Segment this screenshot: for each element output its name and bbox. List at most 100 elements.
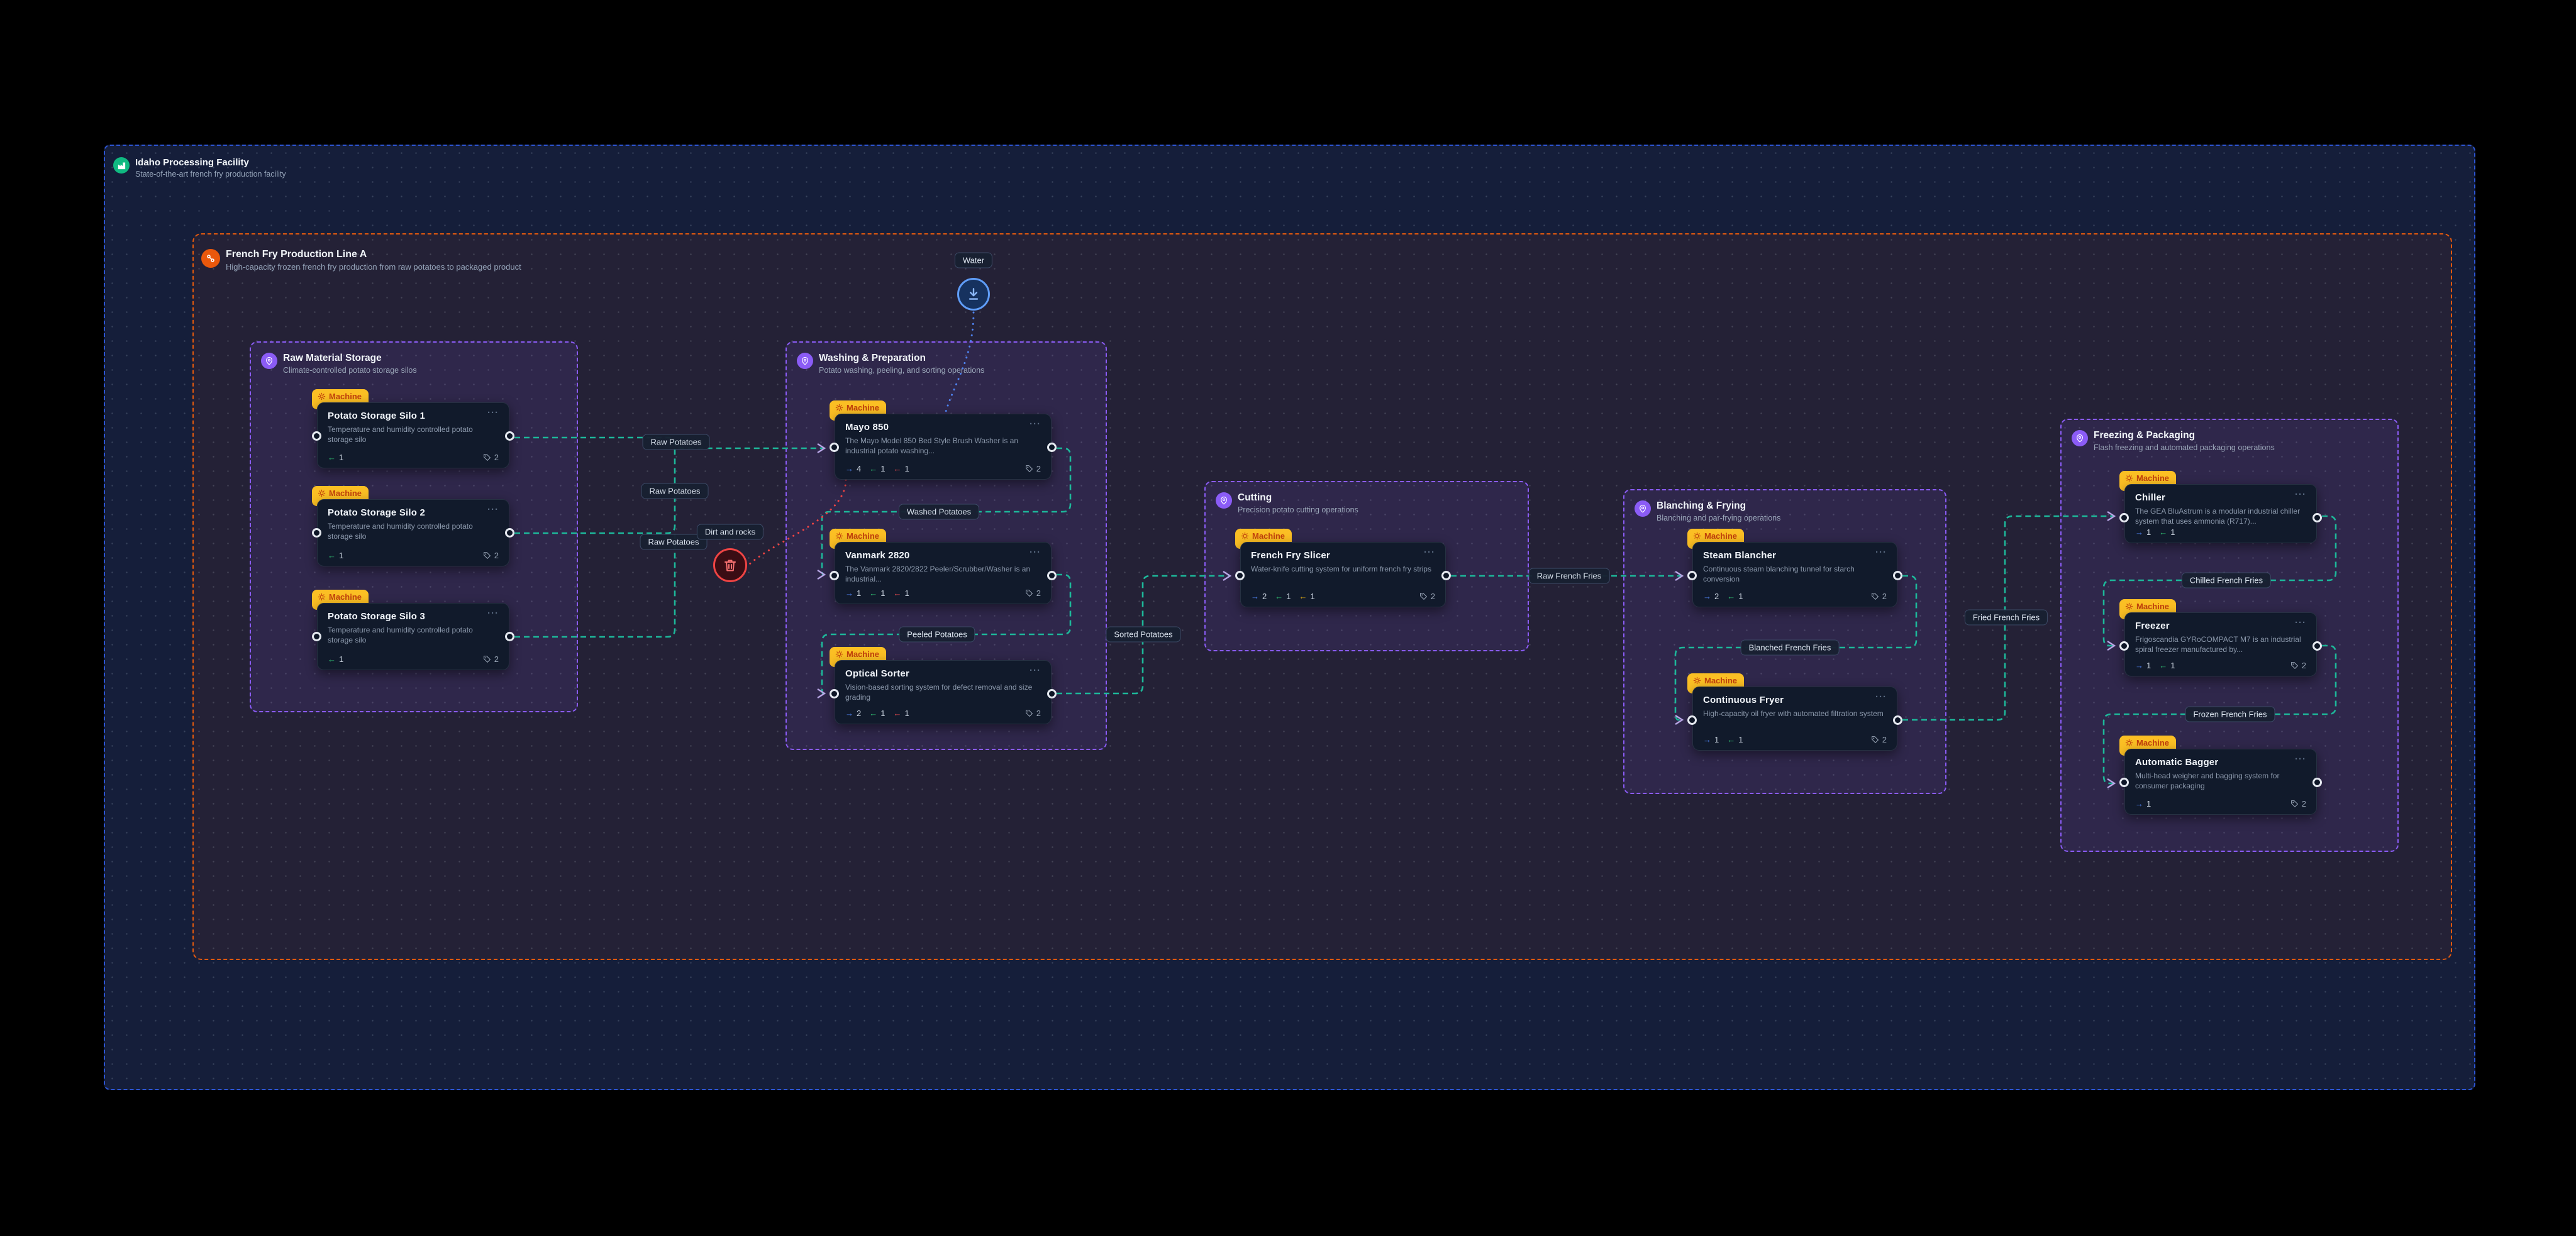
edge-label-mayo-vanmark: Washed Potatoes: [898, 504, 980, 520]
connection-count: → 1: [2135, 527, 2151, 537]
node-description: Water-knife cutting system for uniform f…: [1251, 565, 1431, 573]
node-menu-icon[interactable]: ···: [1030, 419, 1041, 429]
target-handle[interactable]: [2119, 513, 2129, 522]
production-line-subtitle: High-capacity frozen french fry producti…: [226, 262, 521, 272]
machine-card[interactable]: Potato Storage Silo 2 ··· Temperature an…: [317, 499, 509, 566]
node-menu-icon[interactable]: ···: [487, 608, 499, 619]
source-handle[interactable]: [2312, 778, 2322, 787]
target-handle[interactable]: [830, 571, 839, 580]
node-title: Steam Blancher: [1703, 550, 1777, 561]
machine-node-automatic-bagger[interactable]: Machine Automatic Bagger ··· Multi-head …: [2119, 736, 2322, 815]
source-handle[interactable]: [1047, 443, 1057, 452]
node-menu-icon[interactable]: ···: [1424, 547, 1435, 558]
tag-count: 2: [1025, 709, 1041, 718]
machine-node-optical-sorter[interactable]: Machine Optical Sorter ··· Vision-based …: [830, 647, 1057, 724]
connection-count: → 1: [2135, 799, 2151, 808]
tag-icon: [2290, 662, 2298, 670]
group-subtitle: Blanching and par-frying operations: [1657, 514, 1781, 522]
machine-node-potato-storage-silo-2[interactable]: Machine Potato Storage Silo 2 ··· Temper…: [312, 486, 514, 566]
source-handle[interactable]: [2312, 513, 2322, 522]
arrow-icon: ←: [1275, 592, 1284, 601]
machine-node-steam-blancher[interactable]: Machine Steam Blancher ··· Continuous st…: [1687, 529, 1902, 607]
machine-node-chiller[interactable]: Machine Chiller ··· The GEA BluAstrum is…: [2119, 471, 2322, 543]
target-handle[interactable]: [1235, 571, 1245, 580]
edge-label-vanmark-optical: Peeled Potatoes: [899, 626, 975, 643]
arrow-icon: →: [1703, 735, 1711, 744]
connection-count: → 2: [845, 709, 862, 718]
factory-icon: [113, 157, 130, 174]
gear-icon: [318, 593, 326, 601]
target-handle[interactable]: [312, 431, 321, 441]
node-menu-icon[interactable]: ···: [2295, 489, 2306, 500]
node-menu-icon[interactable]: ···: [2295, 754, 2306, 764]
source-handle[interactable]: [1893, 715, 1902, 725]
node-menu-icon[interactable]: ···: [2295, 617, 2306, 628]
edge-label-slicer-blancher: Raw French Fries: [1528, 568, 1610, 584]
node-title: Automatic Bagger: [2135, 757, 2219, 768]
node-title: Vanmark 2820: [845, 550, 910, 561]
tag-icon: [1871, 736, 1879, 744]
machine-card[interactable]: Automatic Bagger ··· Multi-head weigher …: [2124, 749, 2317, 815]
machine-node-vanmark-2820[interactable]: Machine Vanmark 2820 ··· The Vanmark 282…: [830, 529, 1057, 604]
source-handle[interactable]: [1441, 571, 1451, 580]
source-handle[interactable]: [1047, 571, 1057, 580]
dirt-and-rocks-node-circle[interactable]: [713, 548, 747, 582]
target-handle[interactable]: [830, 689, 839, 698]
target-handle[interactable]: [2119, 641, 2129, 651]
machine-node-potato-storage-silo-3[interactable]: Machine Potato Storage Silo 3 ··· Temper…: [312, 590, 514, 670]
machine-card[interactable]: Mayo 850 ··· The Mayo Model 850 Bed Styl…: [835, 414, 1052, 480]
source-handle[interactable]: [505, 528, 514, 538]
arrow-icon: ←: [869, 709, 878, 718]
water-node-circle[interactable]: [957, 278, 990, 311]
arrow-icon: ←: [869, 588, 878, 598]
node-description: Continuous steam blanching tunnel for st…: [1703, 565, 1855, 583]
node-menu-icon[interactable]: ···: [487, 407, 499, 418]
machine-card[interactable]: Steam Blancher ··· Continuous steam blan…: [1692, 542, 1897, 607]
machine-card[interactable]: Continuous Fryer ··· High-capacity oil f…: [1692, 687, 1897, 751]
connection-count: ← 1: [328, 453, 344, 462]
source-handle[interactable]: [505, 632, 514, 641]
machine-card[interactable]: Potato Storage Silo 3 ··· Temperature an…: [317, 603, 509, 670]
machine-card[interactable]: French Fry Slicer ··· Water-knife cuttin…: [1240, 542, 1446, 607]
arrow-icon: →: [845, 588, 853, 598]
node-menu-icon[interactable]: ···: [1030, 665, 1041, 676]
machine-card[interactable]: Freezer ··· Frigoscandia GYRoCOMPACT M7 …: [2124, 612, 2317, 676]
machine-node-freezer[interactable]: Machine Freezer ··· Frigoscandia GYRoCOM…: [2119, 599, 2322, 676]
group-subtitle: Potato washing, peeling, and sorting ope…: [819, 366, 985, 375]
node-menu-icon[interactable]: ···: [1030, 547, 1041, 558]
connection-count: ← 1: [1275, 592, 1291, 601]
target-handle[interactable]: [1687, 715, 1697, 725]
gear-icon: [835, 404, 843, 412]
connection-count: → 2: [1251, 592, 1267, 601]
node-title: Chiller: [2135, 492, 2166, 503]
arrow-icon: ←: [328, 453, 336, 462]
machine-node-mayo-850[interactable]: Machine Mayo 850 ··· The Mayo Model 850 …: [830, 400, 1057, 480]
node-menu-icon[interactable]: ···: [1875, 692, 1887, 702]
machine-node-continuous-fryer[interactable]: Machine Continuous Fryer ··· High-capaci…: [1687, 673, 1902, 751]
source-handle[interactable]: [505, 431, 514, 441]
target-handle[interactable]: [312, 632, 321, 641]
target-handle[interactable]: [2119, 778, 2129, 787]
tag-count: 2: [1025, 588, 1041, 598]
node-description: Temperature and humidity controlled pota…: [328, 626, 473, 644]
node-menu-icon[interactable]: ···: [487, 504, 499, 515]
target-handle[interactable]: [1687, 571, 1697, 580]
source-handle[interactable]: [1893, 571, 1902, 580]
machine-card[interactable]: Potato Storage Silo 1 ··· Temperature an…: [317, 402, 509, 468]
machine-node-french-fry-slicer[interactable]: Machine French Fry Slicer ··· Water-knif…: [1235, 529, 1451, 607]
connection-count: ← 1: [1727, 592, 1743, 601]
node-description: Frigoscandia GYRoCOMPACT M7 is an indust…: [2135, 635, 2301, 654]
target-handle[interactable]: [312, 528, 321, 538]
node-menu-icon[interactable]: ···: [1875, 547, 1887, 558]
machine-node-potato-storage-silo-1[interactable]: Machine Potato Storage Silo 1 ··· Temper…: [312, 389, 514, 468]
machine-card[interactable]: Vanmark 2820 ··· The Vanmark 2820/2822 P…: [835, 542, 1052, 604]
node-description: Temperature and humidity controlled pota…: [328, 522, 473, 541]
source-handle[interactable]: [1047, 689, 1057, 698]
target-handle[interactable]: [830, 443, 839, 452]
node-description: High-capacity oil fryer with automated f…: [1703, 709, 1884, 718]
source-handle[interactable]: [2312, 641, 2322, 651]
machine-card[interactable]: Optical Sorter ··· Vision-based sorting …: [835, 660, 1052, 724]
machine-card[interactable]: Chiller ··· The GEA BluAstrum is a modul…: [2124, 484, 2317, 543]
